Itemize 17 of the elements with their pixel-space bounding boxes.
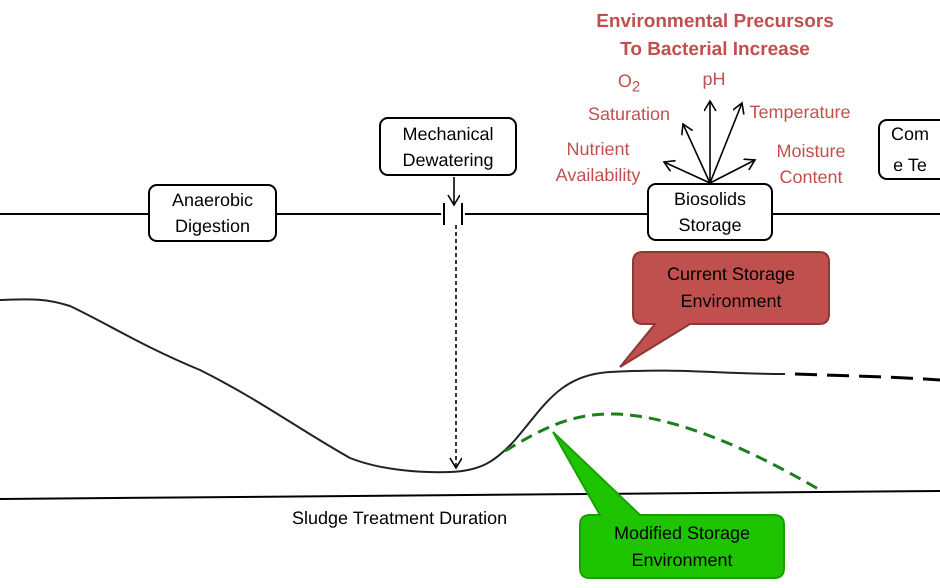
arrow: [680, 123, 711, 184]
factor-label: Temperature: [738, 99, 862, 125]
factor-label: O$_{2}$ Saturation: [578, 68, 680, 127]
process-box: Com e Te: [878, 119, 940, 180]
dewatering-marker: [441, 203, 465, 225]
arrow: [709, 102, 745, 184]
factor-label: pH: [694, 66, 734, 92]
arrow: [449, 225, 463, 469]
process-box: Mechanical Dewatering: [379, 117, 517, 176]
process-box: Anaerobic Digestion: [148, 184, 277, 242]
process-box: Biosolids Storage: [647, 183, 773, 241]
arrow: [703, 100, 717, 183]
arrow: [663, 160, 710, 184]
arrow: [447, 177, 461, 206]
axis-label: Sludge Treatment Duration: [292, 508, 508, 529]
arrow: [710, 158, 756, 184]
title: Environmental Precursors To Bacterial Increase: [595, 10, 835, 62]
